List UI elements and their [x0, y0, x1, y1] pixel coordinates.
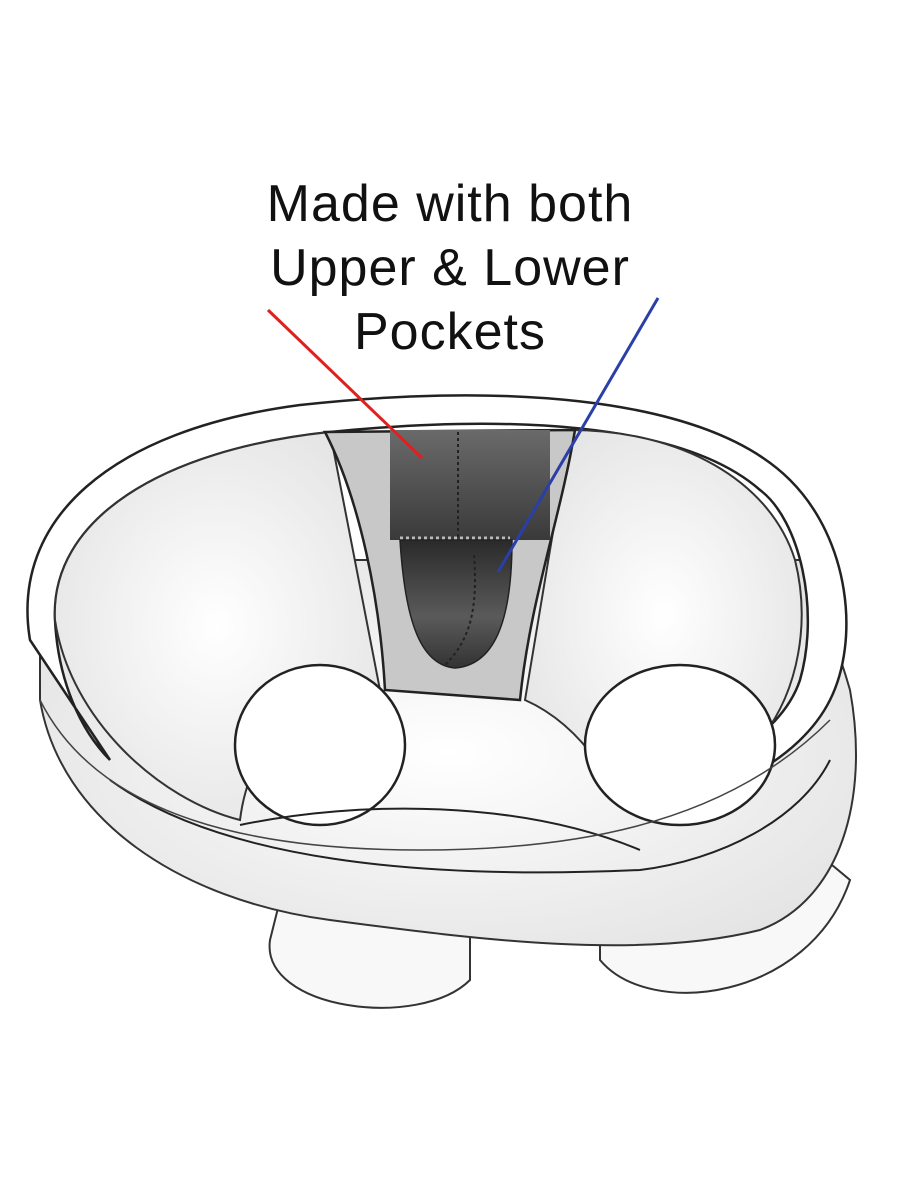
left-leg-opening	[233, 663, 407, 827]
upper-pocket-callout-line	[266, 308, 424, 460]
right-leg-opening	[583, 663, 777, 827]
upper-pocket	[390, 430, 550, 540]
caption-line-3: Pockets	[354, 303, 546, 361]
lower-pocket-callout-line	[496, 297, 660, 573]
pockets-caption: Made with both Upper & Lower Pockets	[0, 172, 900, 364]
caption-line-1: Made with both	[266, 175, 634, 233]
caption-line-2: Upper & Lower	[270, 239, 630, 297]
lower-pocket	[399, 539, 513, 669]
